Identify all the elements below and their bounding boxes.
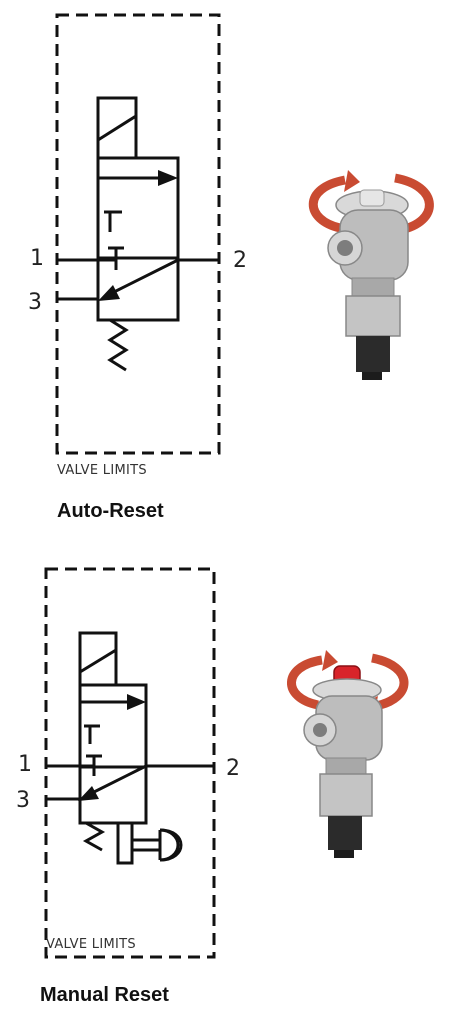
port-2-label: 2 [233,248,247,273]
return-spring [107,318,129,372]
auto-reset-valve-image [308,170,434,380]
flow-arrow-diagonal [98,285,120,301]
manual-actuator-slot [116,821,134,865]
valve-limits-boundary [55,13,221,455]
manual-reset-schematic [44,567,409,959]
auto-reset-schematic [55,13,434,455]
manual-reset-section: 1 2 3 VALVE LIMITS Manual Reset [0,540,453,1020]
valve-upper-position [96,156,180,260]
solenoid-diagonal [79,648,117,674]
port-3-label: 3 [16,788,30,813]
valve-limits-label: VALVE LIMITS [57,463,147,478]
port-1-label: 1 [30,246,44,271]
valve-limits-boundary [44,567,216,959]
flow-line-diagonal [109,258,179,296]
solenoid-coil [78,631,118,687]
auto-reset-caption: Auto-Reset [57,500,164,522]
flow-arrow-diagonal [78,786,99,801]
flow-line-diagonal [89,764,147,796]
rotation-arrow-right-icon [394,173,434,235]
port-2-label: 2 [226,756,240,781]
solenoid-diagonal [97,114,137,142]
port-1-label: 1 [18,752,32,777]
rotation-arrow-left-icon [308,175,347,233]
auto-reset-section: 1 2 3 VALVE LIMITS Auto-Reset [28,13,434,522]
return-spring [82,821,106,852]
manual-reset-valve-image [287,650,409,858]
port-3-label: 3 [28,290,42,315]
flow-arrow-upper [127,694,146,710]
manual-reset-caption: Manual Reset [40,984,169,1006]
flow-arrow-upper [158,170,178,186]
rotation-arrow-right-icon [370,653,409,711]
rotation-arrow-left-icon [287,655,323,710]
valve-limits-label: VALVE LIMITS [46,937,136,952]
